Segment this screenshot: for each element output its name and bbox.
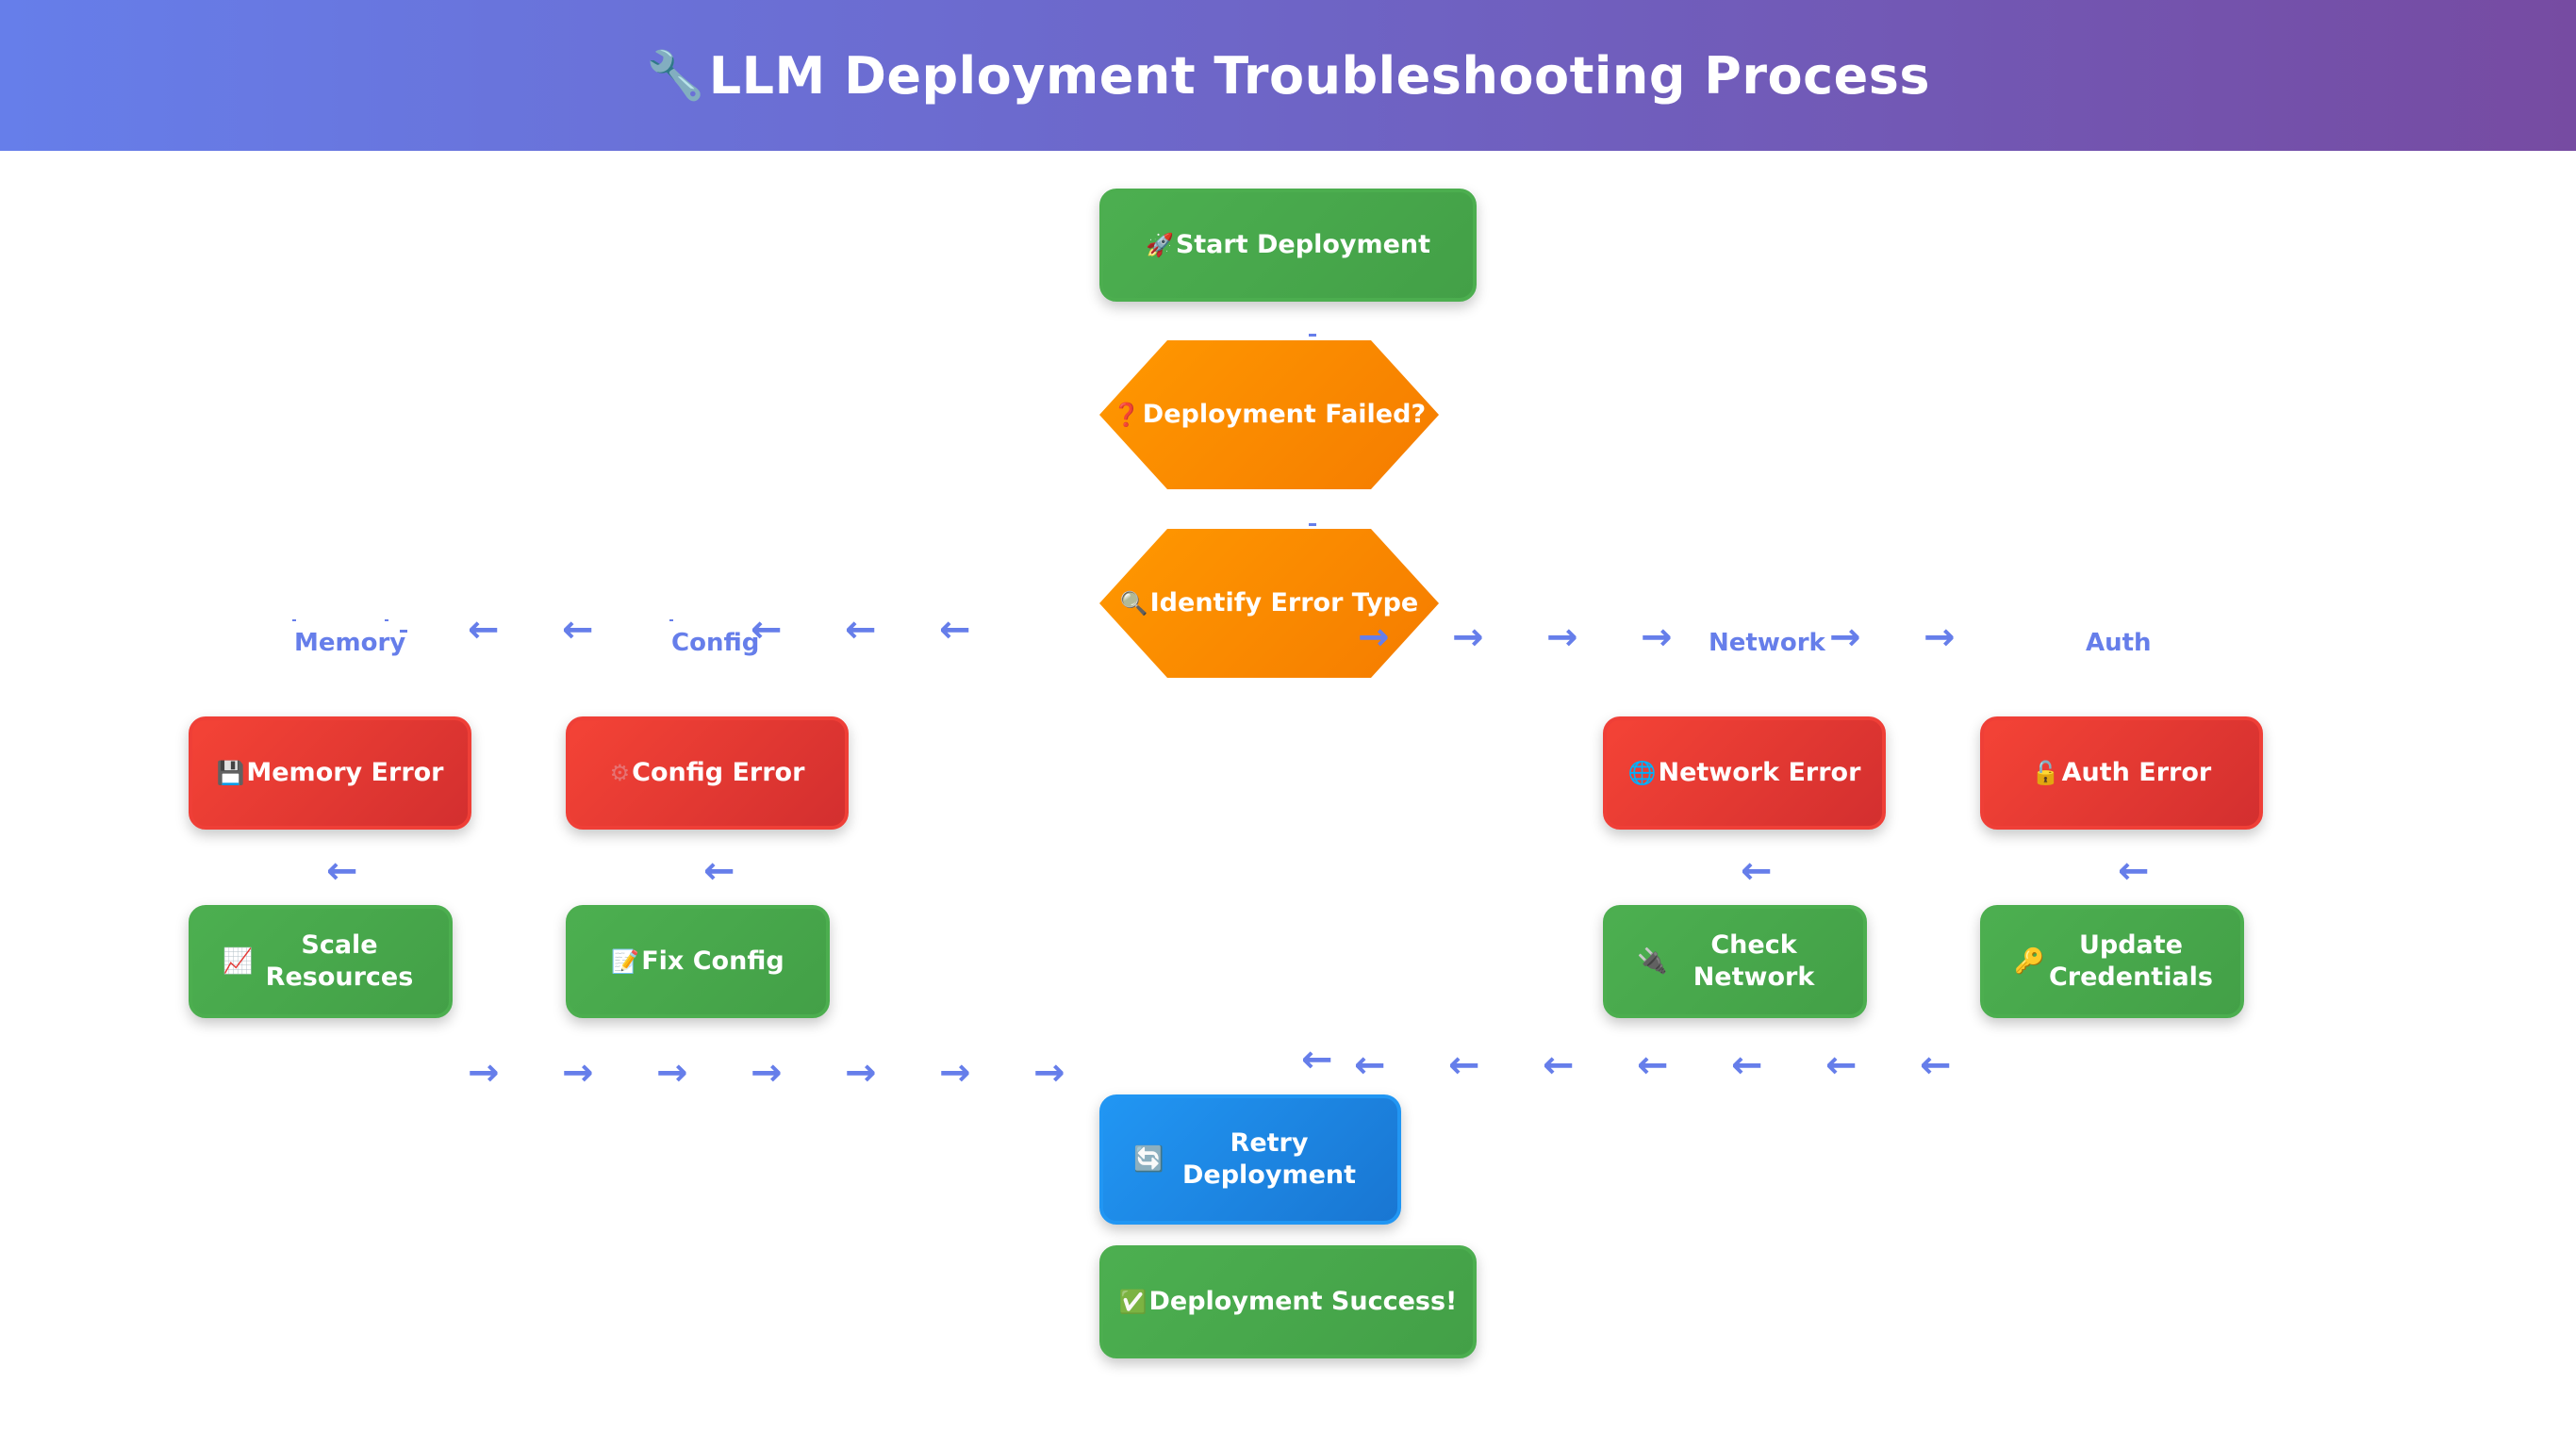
globe-icon: 🌐	[1627, 760, 1657, 786]
flow-arrow-left: ←	[1448, 1044, 1480, 1087]
flow-arrow-right: →	[1924, 616, 1956, 659]
chart-up-icon: 📈	[223, 946, 254, 976]
memory-error-node[interactable]: 💾 Memory Error	[189, 716, 471, 830]
unlock-icon: 🔓	[2031, 760, 2060, 786]
flow-arrow-left: ←	[1543, 1044, 1575, 1087]
flow-arrow-left: ←	[2118, 849, 2150, 893]
retry-deployment-label-line2: Deployment	[1181, 1160, 1357, 1190]
fix-config-label: Fix Config	[641, 946, 784, 977]
refresh-icon: 🔄	[1133, 1144, 1164, 1174]
flow-arrow-left: ←	[1637, 1044, 1669, 1087]
deployment-failed-label: Deployment Failed?	[1142, 400, 1427, 430]
memo-icon: 📝	[611, 948, 640, 975]
flow-arrow-left: ←	[1301, 1038, 1333, 1081]
scale-resources-label-line1: Scale	[301, 930, 378, 961]
identify-error-type-label: Identify Error Type	[1149, 588, 1419, 618]
deployment-failed-decision[interactable]: ❓ Deployment Failed?	[1099, 340, 1439, 489]
flow-arrow-left: ←	[1825, 1044, 1858, 1087]
flow-arrow-left: ←	[1920, 1044, 1952, 1087]
question-icon: ❓	[1112, 402, 1141, 428]
edge-label-config: Config	[671, 629, 760, 657]
network-error-label: Network Error	[1658, 758, 1861, 788]
flow-arrow-right: →	[1641, 616, 1673, 659]
flow-arrow-right: →	[468, 1051, 500, 1094]
flow-arrow-left: ←	[326, 849, 358, 893]
auth-error-label: Auth Error	[2061, 758, 2212, 788]
retry-deployment-label-line1: Retry	[1230, 1128, 1309, 1159]
config-error-node[interactable]: ⚙ Config Error	[566, 716, 849, 830]
gear-icon: ⚙	[609, 760, 631, 786]
edge-label-auth: Auth	[2086, 629, 2152, 657]
floppy-disk-icon: 💾	[216, 760, 245, 786]
edge-label-network: Network	[1709, 629, 1825, 657]
flow-arrow-right: →	[751, 1051, 783, 1094]
update-credentials-label-line2: Credentials	[2048, 963, 2213, 992]
identify-error-type-node[interactable]: 🔍 Identify Error Type	[1099, 529, 1439, 678]
flow-arrow-right: →	[1546, 616, 1578, 659]
flow-arrow-left: ←	[703, 849, 735, 893]
flow-arrow-right: →	[1829, 616, 1861, 659]
retry-deployment-node[interactable]: 🔄 Retry Deployment	[1099, 1094, 1401, 1225]
flow-arrow-left: ←	[562, 608, 594, 651]
flow-arrow-left: ←	[1731, 1044, 1763, 1087]
plug-icon: 🔌	[1637, 946, 1668, 976]
config-error-label: Config Error	[632, 758, 805, 788]
scale-resources-label-line2: Resources	[265, 963, 414, 992]
header-banner: 🔧 LLM Deployment Troubleshooting Process	[0, 0, 2576, 151]
flow-arrow-left: ←	[751, 608, 783, 651]
memory-error-label: Memory Error	[246, 758, 444, 788]
connector-tick	[400, 630, 407, 633]
check-network-label-line2: Network	[1693, 963, 1815, 992]
flow-arrow-left: ←	[468, 608, 500, 651]
wrench-icon: 🔧	[645, 47, 705, 103]
flow-arrow-right: →	[1452, 616, 1484, 659]
update-credentials-node[interactable]: 🔑 Update Credentials	[1980, 905, 2244, 1018]
flow-arrow-right: →	[845, 1051, 877, 1094]
deployment-success-label: Deployment Success!	[1148, 1287, 1458, 1317]
network-error-node[interactable]: 🌐 Network Error	[1603, 716, 1886, 830]
flow-arrow-left: ←	[845, 608, 877, 651]
connector-tick	[385, 619, 388, 621]
scale-resources-node[interactable]: 📈 Scale Resources	[189, 905, 453, 1018]
check-network-label-line1: Check	[1710, 930, 1797, 961]
flow-arrow-left: ←	[1741, 849, 1773, 893]
flow-arrow-right: →	[656, 1051, 688, 1094]
flow-arrow-right: →	[1033, 1051, 1065, 1094]
connector-tick	[292, 619, 296, 621]
key-icon: 🔑	[2014, 946, 2045, 976]
flow-arrow-right: →	[1358, 616, 1390, 659]
rocket-icon: 🚀	[1145, 232, 1174, 258]
connector-tick	[1309, 334, 1316, 337]
check-network-node[interactable]: 🔌 Check Network	[1603, 905, 1867, 1018]
check-icon: ✅	[1118, 1289, 1148, 1315]
fix-config-node[interactable]: 📝 Fix Config	[566, 905, 830, 1018]
page-title: 🔧 LLM Deployment Troubleshooting Process	[646, 46, 1930, 106]
flow-arrow-right: →	[562, 1051, 594, 1094]
connector-tick	[669, 619, 673, 621]
flow-arrow-right: →	[939, 1051, 971, 1094]
start-deployment-node[interactable]: 🚀 Start Deployment	[1099, 189, 1477, 302]
connector-tick	[1309, 523, 1316, 526]
page-title-text: LLM Deployment Troubleshooting Process	[708, 45, 1931, 106]
flow-arrow-left: ←	[1354, 1044, 1386, 1087]
auth-error-node[interactable]: 🔓 Auth Error	[1980, 716, 2263, 830]
flow-arrow-left: ←	[939, 608, 971, 651]
magnifier-icon: 🔍	[1119, 590, 1148, 617]
deployment-success-node[interactable]: ✅ Deployment Success!	[1099, 1245, 1477, 1358]
start-deployment-label: Start Deployment	[1175, 230, 1431, 260]
update-credentials-label-line1: Update	[2078, 930, 2183, 961]
edge-label-memory: Memory	[294, 629, 406, 657]
